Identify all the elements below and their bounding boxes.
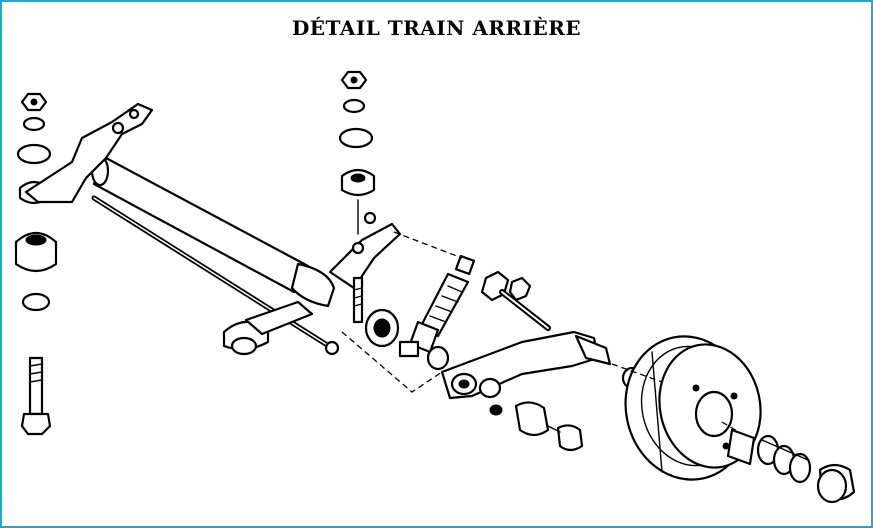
left-fastener-stack [14, 92, 58, 436]
trailing-arm-body [440, 330, 600, 400]
brake-drum-hub [694, 390, 734, 438]
left-bolt-head [20, 412, 52, 436]
tie-rod-end [324, 340, 340, 356]
hub-castle-nut [788, 452, 812, 484]
upper-shock-bracket [328, 222, 402, 290]
pivot-bolt [480, 270, 551, 331]
shock-absorber [398, 254, 476, 358]
stub-axle [574, 334, 612, 366]
centre-large-washer [338, 127, 374, 149]
arm-pivot-washer [478, 377, 502, 399]
shock-eye [398, 340, 420, 358]
left-top-nut-hole [30, 98, 38, 106]
left-bush-hole [25, 234, 47, 246]
left-small-washer [22, 116, 46, 132]
centre-fastener-stack [328, 70, 402, 290]
axle-tube [92, 156, 310, 294]
arm-bushes [514, 401, 584, 452]
diagram-title: DÉTAIL TRAIN ARRIÈRE [291, 16, 582, 40]
bracket-bolt [352, 276, 400, 348]
left-lower-washer [21, 292, 51, 312]
axle-tube-collar [290, 262, 336, 308]
centre-small-washer [342, 98, 366, 114]
left-large-washer [16, 143, 52, 165]
arm-bush-large [514, 401, 550, 437]
alignment-lines [341, 231, 743, 435]
brake-drum [624, 335, 762, 481]
lower-mount-plate [244, 300, 314, 336]
trailing-arm [426, 330, 643, 416]
bracket-nut [363, 211, 377, 225]
left-rubber-bush-bottom [14, 231, 58, 273]
axle-beam [24, 102, 340, 356]
arm-bush-small [556, 424, 584, 452]
hub-bearing [726, 428, 756, 466]
hub-bearing-stack [726, 428, 856, 504]
